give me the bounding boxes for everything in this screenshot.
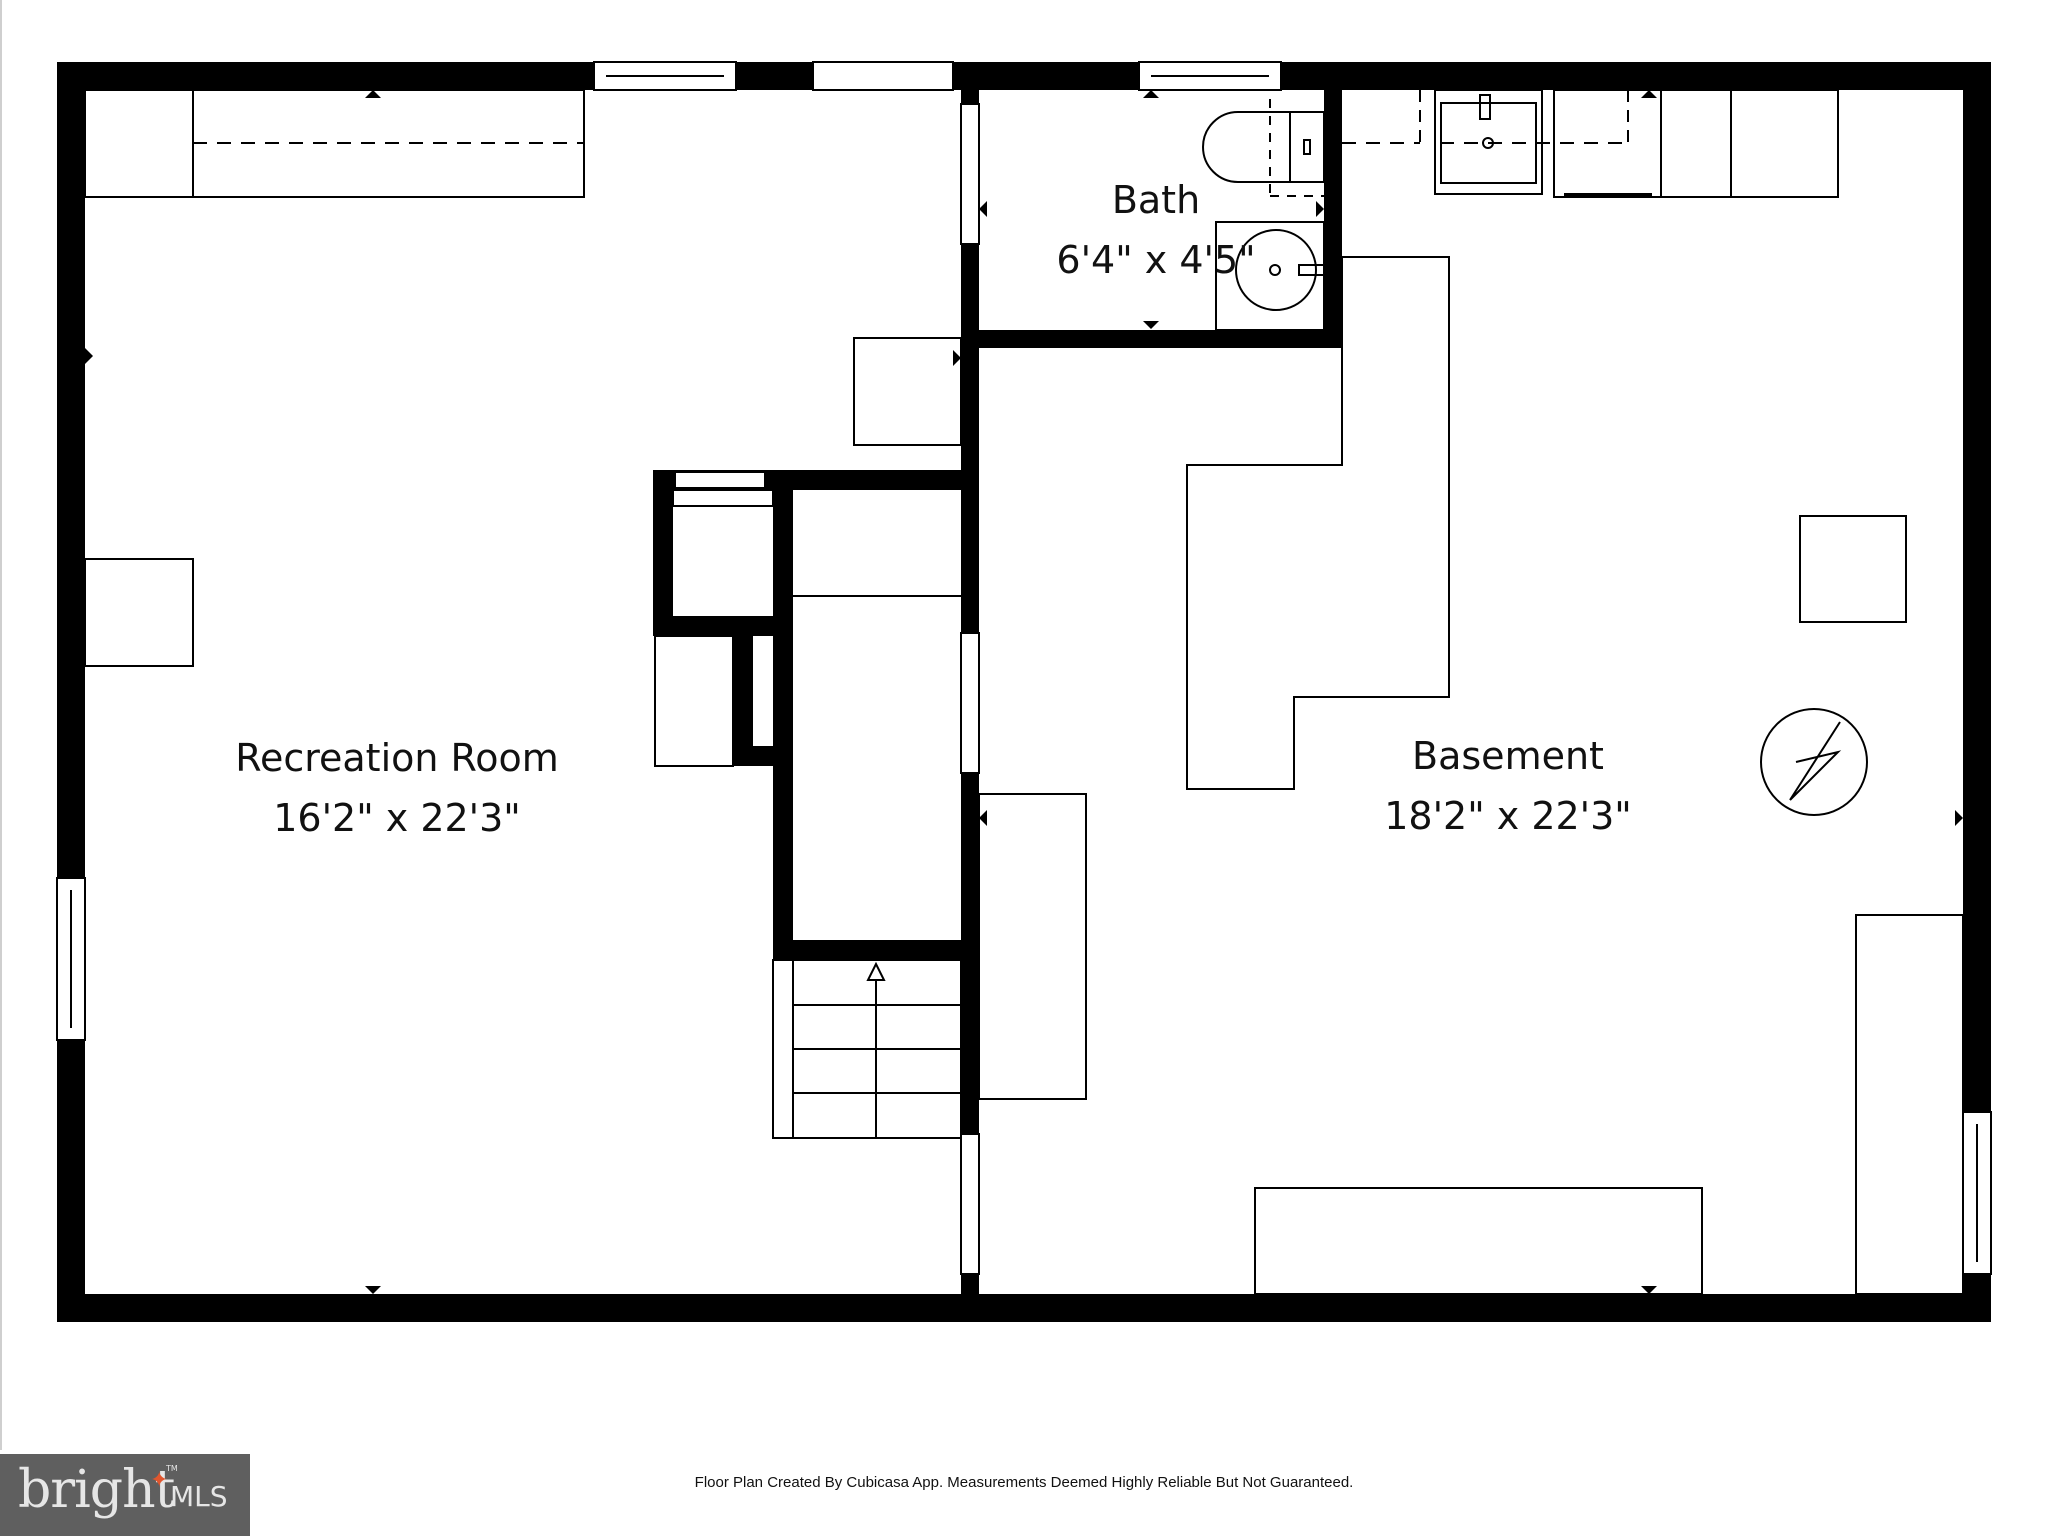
outer-walls xyxy=(57,62,1991,1322)
room-name: Basement xyxy=(1412,734,1604,778)
logo-suffix: MLS xyxy=(170,1480,228,1513)
fixtures xyxy=(84,89,1964,1295)
image-edge xyxy=(0,0,2,1450)
windows xyxy=(56,61,1992,1275)
stair-arrow xyxy=(866,961,886,981)
room-label-bath: Bath 6'4" x 4'5" xyxy=(1056,170,1255,290)
room-label-basement: Basement 18'2" x 22'3" xyxy=(1384,726,1632,846)
room-name: Bath xyxy=(1111,178,1201,222)
room-name: Recreation Room xyxy=(235,736,559,780)
star-icon: ✦ xyxy=(150,1468,169,1493)
room-dimensions: 18'2" x 22'3" xyxy=(1384,794,1632,838)
bright-mls-logo: bright ✦ TM MLS xyxy=(0,1454,250,1536)
room-dimensions: 16'2" x 22'3" xyxy=(273,796,521,840)
room-dimensions: 6'4" x 4'5" xyxy=(1056,238,1256,282)
room-label-recreation: Recreation Room 16'2" x 22'3" xyxy=(235,728,559,848)
logo-brand: bright xyxy=(18,1460,175,1520)
dimension-markers xyxy=(85,90,1963,1294)
disclaimer: Floor Plan Created By Cubicasa App. Meas… xyxy=(694,1474,1354,1491)
logo-trademark: TM xyxy=(166,1464,178,1473)
